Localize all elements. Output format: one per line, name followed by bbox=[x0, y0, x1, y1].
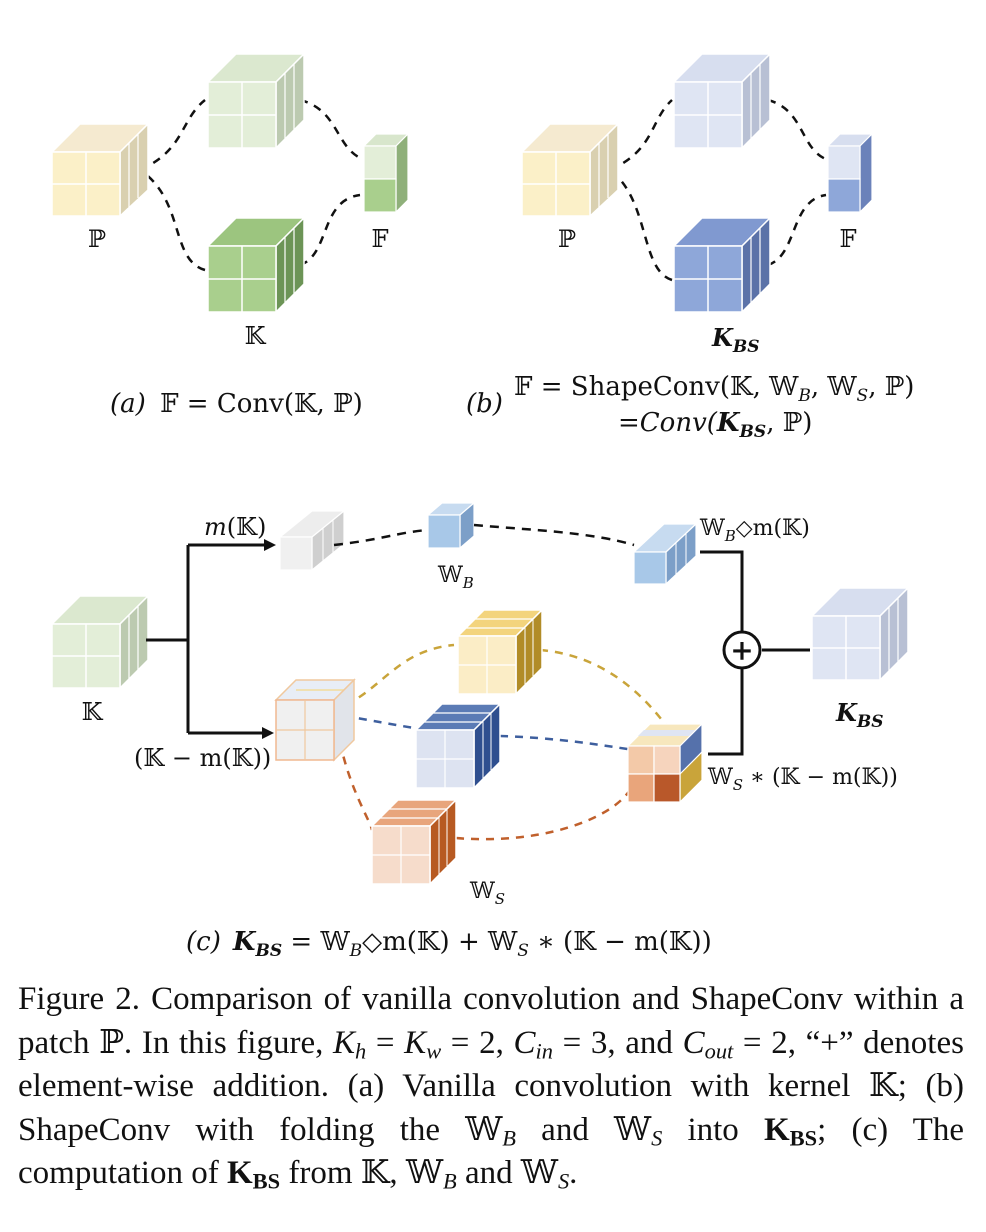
wb-cube bbox=[426, 501, 476, 550]
feature-prism-a bbox=[362, 132, 410, 214]
wb-mk-prism bbox=[632, 522, 698, 586]
label-p-b: ℙ bbox=[558, 225, 576, 253]
figure-caption: Figure 2. Comparison of vanilla convolut… bbox=[18, 981, 964, 1194]
plus-symbol: + bbox=[730, 634, 753, 667]
sublabel-b: (b) bbox=[466, 389, 503, 419]
kernel-cube-a bbox=[206, 216, 306, 314]
connector-b-p-to-top bbox=[609, 99, 673, 172]
label-kbs-b: KBS bbox=[711, 323, 760, 357]
connector-b-k-to-p bbox=[609, 169, 673, 282]
connector-b-top-to-f bbox=[767, 98, 829, 162]
equation-a: (a) 𝔽 = Conv(𝕂, ℙ) bbox=[110, 389, 363, 419]
label-kbs-c: KBS bbox=[835, 698, 884, 732]
connector-gold-a bbox=[345, 643, 455, 707]
figure-diagram: ℙ 𝔽 𝕂 (a) 𝔽 = Conv(𝕂, ℙ) bbox=[50, 52, 914, 960]
kernel-cube-c bbox=[50, 594, 150, 690]
panel-c: + m(𝕂) 𝕎B 𝕎B◇m(𝕂) 𝕂 (𝕂 − m(𝕂)) KBS 𝕎S ∗ … bbox=[50, 501, 910, 960]
connector-p-to-top bbox=[139, 99, 206, 172]
kbs-light-cube-b bbox=[672, 52, 772, 150]
panel-a: ℙ 𝔽 𝕂 (a) 𝔽 = Conv(𝕂, ℙ) bbox=[50, 52, 410, 419]
label-wb: 𝕎B bbox=[437, 563, 474, 592]
plus-node bbox=[722, 630, 762, 670]
label-f-a: 𝔽 bbox=[371, 225, 388, 253]
kbs-result-cube bbox=[810, 586, 910, 682]
label-kmk: (𝕂 − m(𝕂)) bbox=[134, 744, 271, 772]
equation-b-line1: 𝔽 = ShapeConv(𝕂, 𝕎B, 𝕎S, ℙ) bbox=[514, 372, 914, 406]
arrowhead-kmk bbox=[262, 727, 274, 739]
connector-k-to-f bbox=[299, 193, 361, 267]
connector-wb-to-wbmk bbox=[473, 523, 635, 547]
connector-rust-a bbox=[338, 741, 374, 831]
branch-lines bbox=[146, 545, 190, 733]
connector-rust-b bbox=[455, 789, 632, 841]
kernel-light-cube-a bbox=[206, 52, 306, 150]
mean-kernel-prism bbox=[278, 509, 346, 572]
label-f-b: 𝔽 bbox=[839, 225, 856, 253]
ws-navy-cube bbox=[414, 702, 502, 790]
connector-k-to-p bbox=[139, 168, 206, 272]
ws-orange-cube bbox=[370, 798, 458, 886]
equation-c: (c)KBS = 𝕎B◇m(𝕂) + 𝕎S ∗ (𝕂 − m(𝕂)) bbox=[186, 927, 712, 960]
label-mk: m(𝕂) bbox=[204, 513, 266, 541]
connector-navy-b bbox=[499, 734, 635, 752]
feature-prism-b bbox=[826, 132, 874, 214]
connector-mk-to-wb bbox=[333, 528, 429, 547]
ws-gold-cube bbox=[456, 608, 544, 696]
label-ws: 𝕎S bbox=[469, 879, 505, 908]
kbs-cube-b bbox=[672, 216, 772, 314]
connector-gold-b bbox=[539, 648, 670, 729]
patch-cube-b bbox=[520, 122, 620, 218]
panel-b: ℙ 𝔽 KBS (b) 𝔽 = ShapeConv(𝕂, 𝕎B, 𝕎S, ℙ) … bbox=[466, 52, 914, 442]
arrowhead-mk bbox=[264, 539, 276, 551]
label-wb-mk: 𝕎B◇m(𝕂) bbox=[699, 516, 810, 545]
residual-kernel-cube bbox=[274, 678, 356, 762]
label-k-a: 𝕂 bbox=[245, 322, 267, 350]
connector-top-to-f bbox=[299, 98, 366, 162]
connector-b-k-to-f bbox=[767, 193, 827, 267]
label-p-a: ℙ bbox=[88, 225, 106, 253]
patch-cube-a bbox=[50, 122, 150, 218]
label-k-c: 𝕂 bbox=[82, 698, 104, 726]
label-ws-kmk: 𝕎S ∗ (𝕂 − m(𝕂)) bbox=[707, 765, 898, 794]
ws-residual-cube bbox=[626, 722, 704, 804]
equation-b-line2: =Conv(KBS, ℙ) bbox=[618, 408, 812, 442]
